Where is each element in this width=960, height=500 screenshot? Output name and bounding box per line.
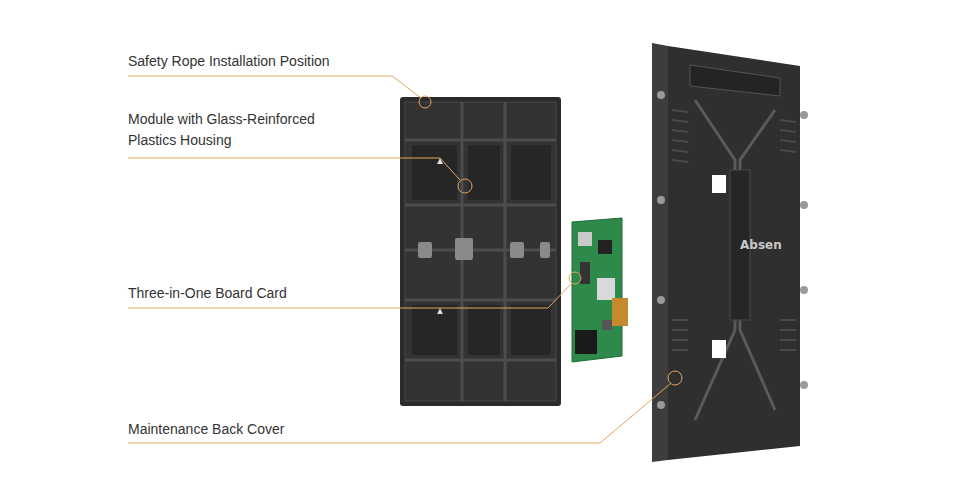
power-socket [575, 330, 597, 354]
cover-side [652, 43, 668, 462]
callout-ring [458, 179, 472, 193]
callout-label: Safety Rope Installation Position [128, 51, 330, 72]
chip [602, 320, 612, 330]
chip [580, 262, 590, 284]
cover-slot [712, 340, 726, 358]
module-arrows [437, 158, 443, 314]
pcb [572, 218, 622, 362]
cover-latches [657, 91, 808, 409]
ribbon [612, 298, 628, 326]
chip [598, 240, 612, 254]
led-module [400, 97, 561, 406]
callout-label: Maintenance Back Cover [128, 419, 284, 440]
callout-label: Three-in-One Board Card [128, 283, 287, 304]
module-body [400, 97, 561, 406]
leader-line [128, 384, 670, 443]
cover-slot [712, 175, 726, 193]
cover-face [668, 46, 800, 460]
board-card [572, 218, 628, 362]
brand-logo: Absen [740, 238, 782, 252]
callout-ring [668, 371, 682, 385]
module-ribs [405, 102, 556, 401]
cover-ridges [695, 100, 775, 420]
callout-ring [419, 96, 431, 108]
leader-lines [128, 76, 682, 443]
leader-line [128, 158, 460, 180]
module-face [405, 102, 556, 401]
leader-line [128, 284, 571, 308]
callout-label: Module with Glass-Reinforced Plastics Ho… [128, 109, 338, 151]
back-cover [652, 43, 808, 462]
module-cells [412, 145, 551, 355]
cover-handle [690, 65, 780, 96]
callout-ring [569, 272, 581, 284]
chip [578, 232, 592, 246]
leader-line [128, 76, 421, 98]
module-connectors [418, 238, 550, 260]
cover-vents [672, 110, 796, 350]
connector [597, 278, 615, 300]
